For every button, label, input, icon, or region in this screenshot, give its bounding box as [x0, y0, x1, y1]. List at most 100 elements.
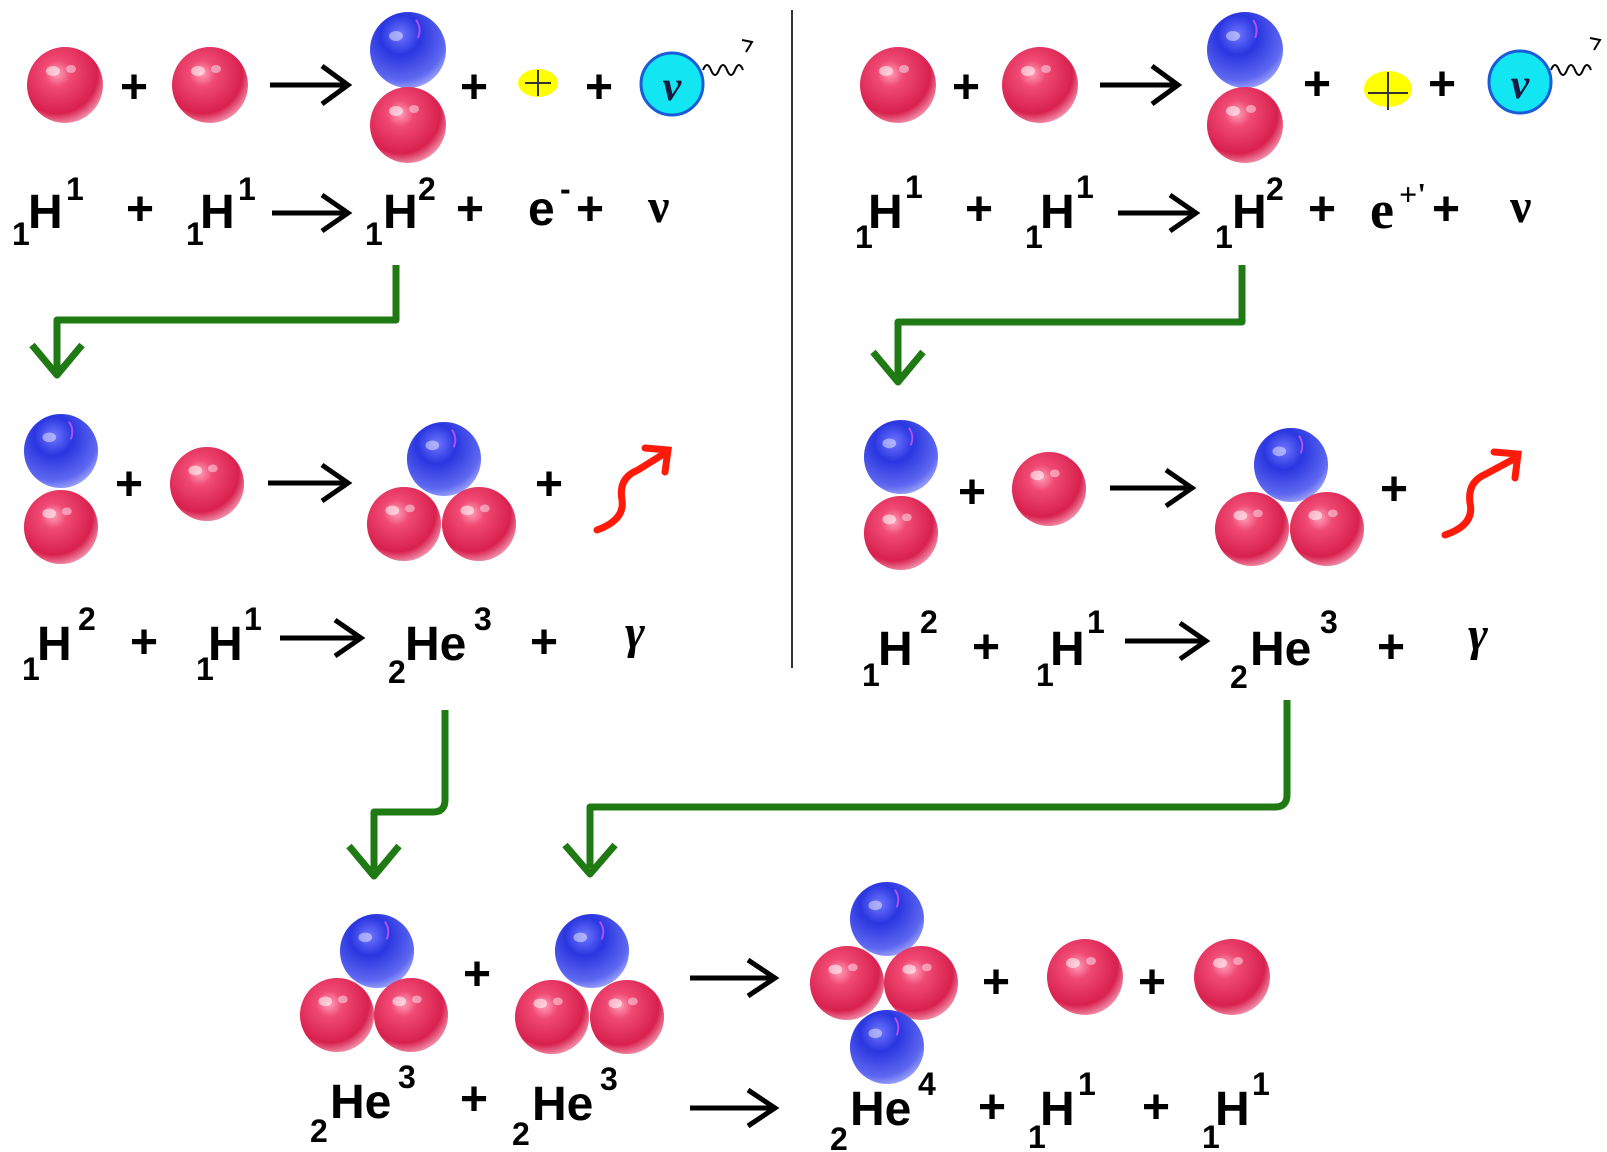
proton [23, 489, 99, 565]
element-symbol: H [37, 618, 72, 671]
neutrino-symbol: ν [663, 64, 683, 110]
subscript: 1 [196, 651, 214, 687]
proton [172, 47, 248, 123]
superscript: 3 [474, 601, 492, 637]
superscript: 2 [418, 171, 436, 207]
subscript: 2 [830, 1121, 848, 1152]
flow-arrow-right-1 [870, 265, 1246, 386]
electron-symbol: e [528, 183, 555, 236]
plus-sign: + [1308, 183, 1336, 236]
element-symbol: H [1050, 623, 1085, 676]
plus-sign: + [576, 183, 604, 236]
positron-particle [1364, 71, 1412, 110]
element-symbol: He [532, 1078, 593, 1131]
gamma-symbol: γ [625, 606, 645, 659]
proton [169, 446, 245, 522]
subscript: 2 [512, 1116, 530, 1152]
subscript: 2 [388, 654, 406, 690]
element-symbol: H [868, 186, 903, 239]
plus-sign: + [460, 1073, 488, 1126]
plus-sign: + [982, 956, 1010, 1009]
reaction-arrow [1118, 192, 1201, 234]
bottom-equation: 2 He 3 + 2 He 3 2 He 4 + 1 H 1 + 1 H 1 [310, 1059, 1270, 1152]
element-symbol: H [878, 623, 913, 676]
proton [441, 486, 517, 562]
element-symbol: H [1040, 186, 1075, 239]
subscript: 1 [855, 219, 873, 255]
reaction-arrow [272, 192, 353, 234]
superscript: 1 [905, 169, 923, 205]
proton [1011, 451, 1087, 527]
subscript: 1 [862, 657, 880, 693]
element-symbol: H [208, 618, 243, 671]
neutrino-symbol: ν [1509, 180, 1531, 233]
left-row2-particles: + + [22, 412, 672, 565]
subscript: 1 [186, 216, 204, 252]
neutrino-symbol: ν [647, 180, 669, 233]
right-equation-1: 1 H 1 + 1 H 1 1 H 2 + e +' + ν [855, 169, 1531, 255]
flow-arrow-right-2 [562, 700, 1291, 878]
plus-sign: + [535, 458, 563, 511]
neutron [862, 418, 940, 496]
proton [1207, 87, 1283, 163]
neutron [369, 11, 447, 89]
element-symbol: H [1232, 186, 1267, 239]
electron-charge: - [560, 171, 571, 207]
proton [1289, 491, 1365, 567]
reaction-arrow [1110, 467, 1197, 509]
plus-sign: + [1428, 58, 1456, 111]
superscript: 1 [66, 171, 84, 207]
plus-sign: + [978, 1081, 1006, 1134]
gamma-ray-icon [1441, 448, 1522, 539]
plus-sign: + [952, 61, 980, 114]
right-row2-particles: + + [862, 418, 1522, 571]
plus-sign: + [1142, 1081, 1170, 1134]
neutron [405, 420, 483, 498]
plus-sign: + [1432, 183, 1460, 236]
proton [1214, 491, 1290, 567]
plus-sign: + [958, 466, 986, 519]
plus-sign: + [130, 616, 158, 669]
plus-sign: + [1303, 58, 1331, 111]
subscript: 1 [1215, 219, 1233, 255]
plus-sign: + [115, 458, 143, 511]
positron-symbol: e [1370, 180, 1394, 240]
element-symbol: H [1215, 1083, 1250, 1136]
proton [366, 486, 442, 562]
superscript: 2 [78, 601, 96, 637]
superscript: 3 [398, 1059, 416, 1095]
reaction-arrow [268, 462, 353, 504]
right-equation-2: 1 H 2 + 1 H 1 2 He 3 + γ [862, 604, 1488, 695]
reaction-arrow [270, 63, 353, 107]
proton [514, 979, 590, 1055]
electron-particle [518, 69, 558, 97]
neutron [553, 912, 631, 990]
plus-sign: + [1380, 463, 1408, 516]
plus-sign: + [965, 183, 993, 236]
element-symbol: H [200, 186, 235, 239]
wavy-emission [1550, 64, 1592, 76]
element-symbol: He [330, 1076, 391, 1129]
proton [299, 977, 375, 1053]
neutron [1252, 426, 1330, 504]
subscript: 1 [12, 216, 30, 252]
subscript: 1 [1028, 1119, 1046, 1152]
proton [370, 87, 446, 163]
plus-sign: + [585, 61, 613, 114]
proton [373, 977, 449, 1053]
reaction-arrow [1125, 620, 1211, 662]
subscript: 1 [22, 651, 40, 687]
right-row1-particles: + + + ν [860, 11, 1602, 163]
subscript: 1 [365, 216, 383, 252]
superscript: 2 [920, 604, 938, 640]
left-equation-1: 1 H 1 + 1 H 1 1 H 2 + e - + ν [12, 171, 669, 252]
left-equation-2: 1 H 2 + 1 H 1 2 He 3 + γ [22, 601, 645, 690]
subscript: 1 [1025, 219, 1043, 255]
element-symbol: H [383, 186, 418, 239]
subscript: 1 [1202, 1119, 1220, 1152]
plus-sign: + [463, 948, 491, 1001]
plus-sign: + [530, 616, 558, 669]
proton [860, 47, 936, 123]
